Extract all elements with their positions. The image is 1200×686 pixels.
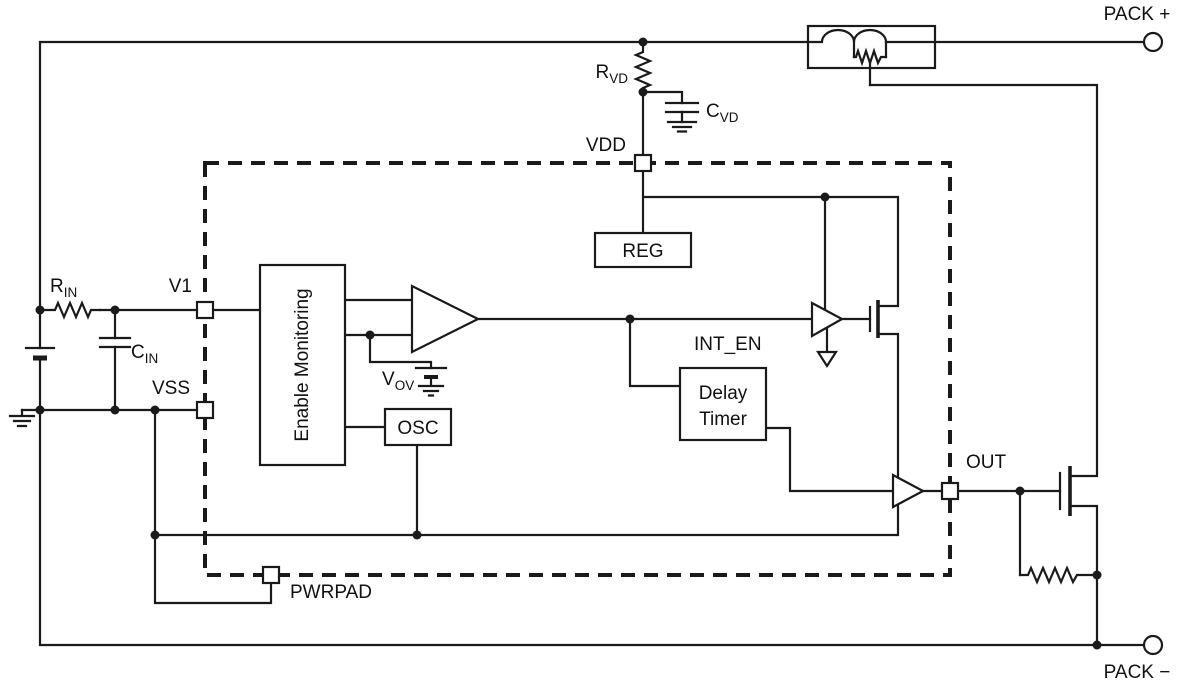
labels: PACK + PACK − RVD CVD VDD V1 RIN CIN VSS…: [50, 4, 1170, 683]
vdd-pin: [633, 153, 653, 173]
delay-timer-block: Delay Timer: [678, 366, 768, 442]
c-in-sub: IN: [145, 351, 159, 366]
ground-bars: [8, 408, 36, 428]
v-ov-sub: OV: [395, 378, 415, 393]
c-vd-base: C: [706, 101, 720, 122]
pack-plus-terminal: [1142, 31, 1164, 53]
int-en-label: INT_EN: [694, 334, 762, 355]
pack-minus-label: PACK −: [1104, 662, 1171, 683]
v-ov-reference: [414, 366, 448, 397]
r-in-base: R: [50, 276, 64, 297]
ic-boundary: [203, 161, 952, 577]
internal-mosfet: [868, 300, 880, 338]
out-pin: [940, 481, 960, 501]
reg-block: REG: [593, 231, 693, 269]
v1-pin: [195, 300, 215, 320]
vdd-label: VDD: [586, 135, 626, 156]
r-vd-label: RVD: [596, 62, 629, 86]
v-ov-ground: [417, 375, 445, 397]
r-in-zigzag: [38, 300, 102, 320]
junction-dot: [35, 305, 45, 315]
wire-net: [20, 40, 1146, 647]
junction-dot: [110, 305, 120, 315]
osc-block: OSC: [383, 407, 453, 447]
c-vd-capacitor: [664, 101, 700, 133]
junction-dot: [35, 405, 45, 415]
c-vd-plates: [664, 101, 700, 114]
enable-monitoring-block: Enable Monitoring: [258, 263, 347, 467]
junction-dot: [625, 314, 635, 324]
junction-dot: [1092, 570, 1102, 580]
reg-label: REG: [622, 241, 663, 262]
ground-triangle: [815, 350, 839, 369]
enable-monitoring-box: [258, 263, 347, 467]
junction-dot: [1015, 486, 1025, 496]
junction-dot: [150, 405, 160, 415]
r-vd-sub: VD: [609, 71, 628, 86]
external-mosfet: [1058, 466, 1072, 516]
c-in-label: CIN: [131, 342, 158, 366]
v-ov-label: VOV: [382, 369, 414, 393]
gate-resistor: [1018, 565, 1099, 585]
battery-cell: [24, 346, 56, 361]
out-label: OUT: [966, 452, 1007, 473]
thermal-fuse: [806, 24, 937, 87]
delay-timer-label-line1: Delay: [699, 383, 748, 404]
junction-dot: [150, 530, 160, 540]
gate-driver-buffer: [810, 301, 845, 338]
pwrpad-pin: [261, 565, 281, 585]
c-vd-ground: [666, 120, 698, 133]
c-in-capacitor: [98, 336, 132, 349]
c-vd-sub: VD: [720, 110, 739, 125]
r-in-resistor: [38, 300, 102, 320]
junction-dot: [638, 37, 648, 47]
junction-dot: [412, 530, 422, 540]
c-in-plates: [98, 336, 132, 349]
ground-symbol-left: [8, 408, 36, 428]
r-vd-zigzag: [633, 40, 653, 94]
enable-monitoring-label: Enable Monitoring: [292, 288, 313, 441]
wire-segments: [20, 40, 1146, 647]
comparator: [410, 284, 481, 354]
delay-timer-label-line2: Timer: [699, 409, 748, 430]
vss-pin: [195, 400, 215, 420]
thermal-fuse-heater-leads: [852, 40, 888, 87]
vss-label: VSS: [152, 378, 190, 399]
junction-dot: [110, 405, 120, 415]
v-ov-base: V: [382, 369, 395, 390]
osc-box: [383, 407, 453, 447]
gate-resistor-zigzag: [1018, 565, 1099, 585]
c-in-base: C: [131, 342, 145, 363]
r-in-sub: IN: [64, 285, 78, 300]
pwrpad-label: PWRPAD: [290, 582, 372, 603]
r-vd-resistor: [633, 40, 653, 94]
thermal-fuse-heater: [852, 47, 888, 67]
pack-plus-label: PACK +: [1104, 4, 1171, 25]
c-vd-label: CVD: [706, 101, 739, 125]
junction-dot: [1092, 640, 1102, 650]
junction-dot: [820, 192, 830, 202]
r-vd-base: R: [596, 62, 610, 83]
pack-minus-terminal: [1142, 634, 1164, 656]
junction-dots: [35, 37, 1102, 650]
osc-label: OSC: [397, 418, 438, 439]
delay-timer-box: [678, 366, 768, 442]
r-in-label: RIN: [50, 276, 77, 300]
output-buffer: [891, 473, 926, 509]
v1-label: V1: [169, 276, 192, 297]
junction-dot: [365, 330, 375, 340]
junction-dot: [638, 87, 648, 97]
reg-box: [593, 231, 693, 269]
